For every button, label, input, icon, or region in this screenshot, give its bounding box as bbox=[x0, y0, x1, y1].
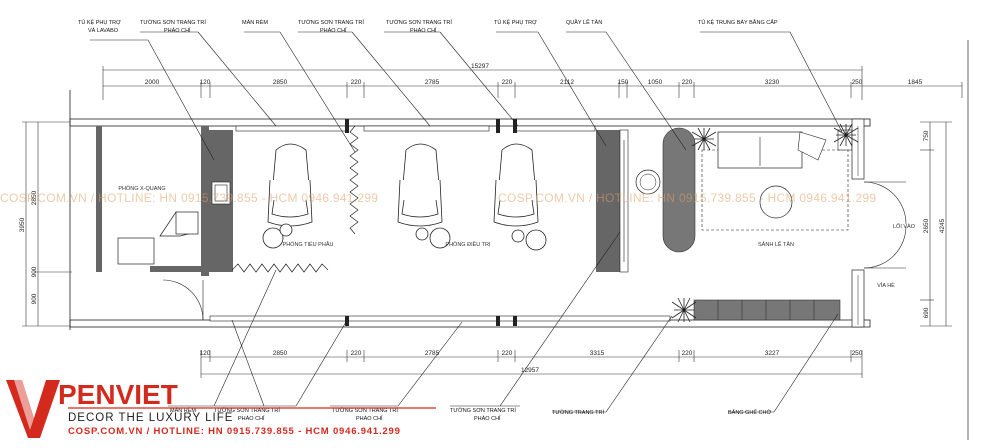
bottom-total-dimension: 12957 bbox=[521, 367, 539, 374]
dim-label: 2850 bbox=[31, 190, 38, 205]
curtain-vertical bbox=[349, 125, 359, 235]
bottom-dimension-labels: 120 2850 220 2785 220 3315 220 3227 250 bbox=[200, 350, 863, 357]
dim-label: 220 bbox=[502, 79, 513, 86]
xray-right-wall bbox=[201, 126, 209, 276]
top-dimension-labels: 2000 120 2850 220 2785 220 2112 150 1050… bbox=[145, 79, 923, 86]
annotation-curtain-bottom: MÀN RÈM bbox=[170, 407, 196, 414]
dim-label: 2112 bbox=[560, 79, 574, 86]
dim-label: 2850 bbox=[273, 350, 288, 357]
dim-label: 3230 bbox=[765, 79, 780, 86]
right-dimensions bbox=[920, 121, 952, 327]
dim-label: 3315 bbox=[590, 350, 605, 357]
room-label-treatment: PHÒNG ĐIỀU TRỊ bbox=[445, 241, 491, 248]
lobby-table bbox=[759, 185, 793, 219]
dim-label: 1050 bbox=[648, 79, 663, 86]
annotation-decor-wall: TƯỜNG TRANG TRÍ bbox=[552, 409, 604, 416]
dim-label: 3227 bbox=[765, 350, 780, 357]
room-label-lobby: SẢNH LỄ TÂN bbox=[758, 241, 794, 248]
dim-label: 2785 bbox=[425, 350, 440, 357]
annotation-cabinet-lavabo: TỦ KỆ PHỤ TRỢ VÀ LAVABO bbox=[78, 18, 122, 34]
annotation-wall-3-bottom: TƯỜNG SƠN TRANG TRÍ PHÁO CHỈ bbox=[450, 407, 517, 422]
entrance-door-swing bbox=[863, 181, 907, 225]
dim-label: 220 bbox=[682, 350, 693, 357]
building-outline bbox=[69, 90, 907, 330]
dental-chair-1 bbox=[262, 143, 313, 249]
annotation-aux-cabinet: TỦ KỆ PHỤ TRỢ bbox=[494, 18, 537, 26]
dim-label: 750 bbox=[923, 130, 930, 141]
dim-label: 2785 bbox=[425, 79, 440, 86]
penviet-logo: PENVIET bbox=[6, 379, 436, 438]
annotation-line: TỦ KỆ PHỤ TRỢ bbox=[78, 18, 121, 26]
dim-label: 120 bbox=[200, 79, 211, 86]
curtain-horizontal bbox=[231, 263, 329, 273]
room-label-minor-surgery: PHÒNG TIỂU PHẪU bbox=[283, 241, 334, 248]
top-leader-lines bbox=[90, 31, 843, 161]
dim-label: 250 bbox=[852, 79, 863, 86]
dim-label: 690 bbox=[923, 307, 930, 318]
annotation-line: VÀ LAVABO bbox=[88, 27, 119, 34]
dim-label: 220 bbox=[502, 350, 513, 357]
annotation-wall-1-top: TƯỜNG SƠN TRANG TRÍ PHÁO CHỈ bbox=[140, 19, 207, 34]
annotation-wall-1-bottom: TƯỜNG SƠN TRANG TRÍ PHÁO CHỈ bbox=[214, 407, 281, 422]
left-dimensions bbox=[22, 121, 72, 327]
dim-label: 2650 bbox=[923, 218, 930, 233]
reception-chair bbox=[635, 169, 661, 195]
dim-label: 2850 bbox=[273, 79, 288, 86]
logo-contact: COSP.COM.VN / HOTLINE: HN 0915.739.855 -… bbox=[68, 426, 401, 437]
annotation-wall-3-top: TƯỜNG SƠN TRANG TRÍ PHÁO CHỈ bbox=[386, 19, 453, 34]
plant-icon bbox=[671, 297, 697, 323]
dim-label: 220 bbox=[351, 79, 362, 86]
dim-label: 250 bbox=[852, 350, 863, 357]
dim-label: 220 bbox=[351, 350, 362, 357]
plant-icon bbox=[833, 123, 859, 147]
top-dimensions bbox=[102, 66, 963, 100]
logo-tagline: DECOR THE LUXURY LIFE bbox=[68, 412, 233, 424]
watermark-text-repeat: COSP.COM.VN / HOTLINE: HN 0915.739.855 -… bbox=[498, 191, 876, 205]
dim-label: 120 bbox=[200, 350, 211, 357]
annotation-certificate-shelf: TỦ KỆ TRUNG BÀY BẰNG CẤP bbox=[698, 18, 778, 26]
room-label-entrance: LỐI VÀO bbox=[893, 223, 916, 230]
bottom-dimensions bbox=[200, 350, 863, 378]
dental-chair-3 bbox=[493, 143, 547, 251]
dim-label: 2000 bbox=[145, 79, 160, 86]
xray-left-wall bbox=[96, 126, 102, 272]
room-label-sidewalk: VỈA HÈ bbox=[877, 282, 895, 289]
annotation-reception-desk: QUẦY LỄ TÂN bbox=[566, 19, 602, 26]
xray-door-swing bbox=[162, 279, 204, 321]
dim-label: 900 bbox=[31, 266, 38, 277]
dim-label: 150 bbox=[618, 79, 629, 86]
dim-label: 3950 bbox=[19, 217, 26, 232]
lavabo-sink bbox=[211, 181, 231, 205]
xray-machine bbox=[117, 237, 155, 265]
aux-cabinet bbox=[596, 130, 620, 272]
dim-label: 1845 bbox=[908, 79, 923, 86]
plant-icon bbox=[691, 127, 717, 151]
reception-desk bbox=[662, 127, 696, 253]
watermark-text: COSP.COM.VN / HOTLINE: HN 0915.739.855 -… bbox=[0, 191, 378, 205]
dental-chair-2 bbox=[397, 143, 451, 249]
bottom-leader-lines bbox=[168, 231, 839, 413]
dim-label: 220 bbox=[682, 79, 693, 86]
waiting-bench bbox=[693, 299, 841, 321]
annotation-waiting-bench: BĂNG GHẾ CHỜ bbox=[728, 409, 772, 416]
annotation-curtain-top: MÀN RÈM bbox=[242, 19, 268, 26]
dim-label: 900 bbox=[31, 293, 38, 304]
top-total-dimension: 15297 bbox=[471, 63, 489, 70]
annotation-wall-2-bottom: TƯỜNG SƠN TRANG TRÍ PHÁO CHỈ bbox=[332, 407, 399, 422]
logo-v-mark bbox=[6, 380, 60, 438]
dim-label: 4245 bbox=[939, 218, 946, 233]
top-wall bbox=[69, 118, 871, 127]
room-label-xray: PHÒNG X-QUANG bbox=[118, 185, 165, 192]
xray-bottom-wall bbox=[150, 266, 202, 272]
annotation-wall-2-top: TƯỜNG SƠN TRANG TRÍ PHÁO CHỈ bbox=[298, 19, 365, 34]
logo-wordmark: PENVIET bbox=[58, 379, 178, 410]
